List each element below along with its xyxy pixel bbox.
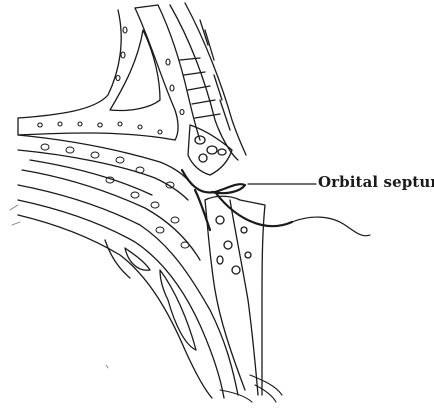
septum-suture bbox=[182, 170, 292, 230]
thread-end bbox=[292, 217, 370, 236]
upper-soft-tissue bbox=[170, 3, 246, 160]
tarsal-plate bbox=[205, 196, 265, 395]
lower-tissue-band bbox=[18, 135, 238, 398]
orbital-septum-label: Orbital septum bbox=[318, 173, 434, 191]
background-strokes bbox=[10, 205, 108, 368]
eyelashes bbox=[220, 375, 282, 402]
orbital-fat bbox=[188, 125, 232, 175]
marrow-dots bbox=[38, 27, 184, 134]
upper-bone bbox=[18, 5, 200, 140]
